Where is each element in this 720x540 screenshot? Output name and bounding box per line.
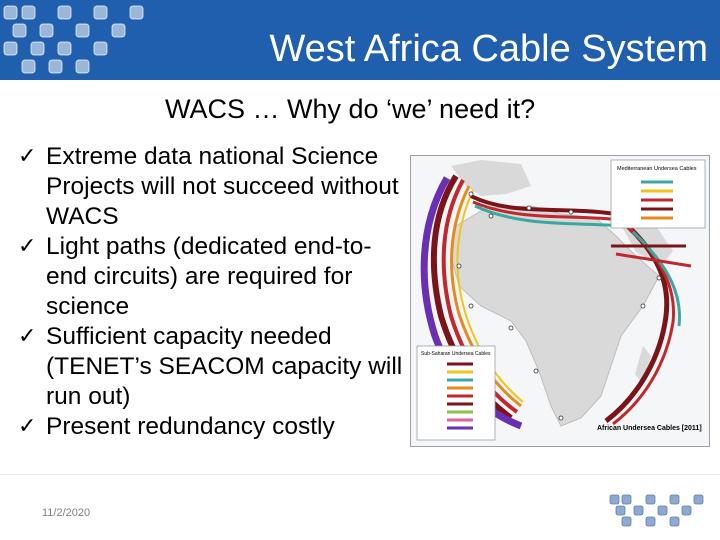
africa-cable-map: Mediterranean Undersea Cables Sub-Sahara… [410, 155, 710, 447]
bullet-list: ✓ Extreme data national Science Projects… [18, 142, 403, 442]
bullet-item: ✓ Sufficient capacity needed (TENET’s SE… [18, 322, 403, 412]
slide-subtitle: WACS … Why do ‘we’ need it? [165, 94, 536, 124]
bullet-item: ✓ Light paths (dedicated end-to-end circ… [18, 232, 403, 322]
cable-map-graphic: Mediterranean Undersea Cables Sub-Sahara… [411, 156, 709, 446]
footer-divider [0, 474, 720, 475]
top-legend-title: Mediterranean Undersea Cables [617, 166, 697, 172]
header-tile-grid-icon [3, 5, 144, 74]
bullet-text: Sufficient capacity needed (TENET’s SEAC… [46, 323, 403, 410]
slide-title: West Africa Cable System [269, 28, 708, 70]
bullet-item: ✓ Present redundancy costly [18, 412, 403, 442]
bullet-text: Present redundancy costly [46, 413, 335, 440]
check-icon: ✓ [18, 324, 37, 349]
bullet-item: ✓ Extreme data national Science Projects… [18, 142, 403, 232]
bullet-text: Extreme data national Science Projects w… [46, 143, 399, 230]
check-icon: ✓ [18, 234, 37, 259]
slide-date: 11/2/2020 [42, 507, 91, 519]
map-caption: African Undersea Cables [2011] [597, 425, 702, 432]
bullet-text: Light paths (dedicated end-to-end circui… [46, 233, 372, 320]
check-icon: ✓ [18, 414, 37, 439]
bottom-legend-title: Sub-Saharan Undersea Cables [421, 351, 491, 357]
footer-logo-icon [609, 494, 704, 527]
slide-header: West Africa Cable System [0, 0, 720, 80]
check-icon: ✓ [18, 144, 37, 169]
